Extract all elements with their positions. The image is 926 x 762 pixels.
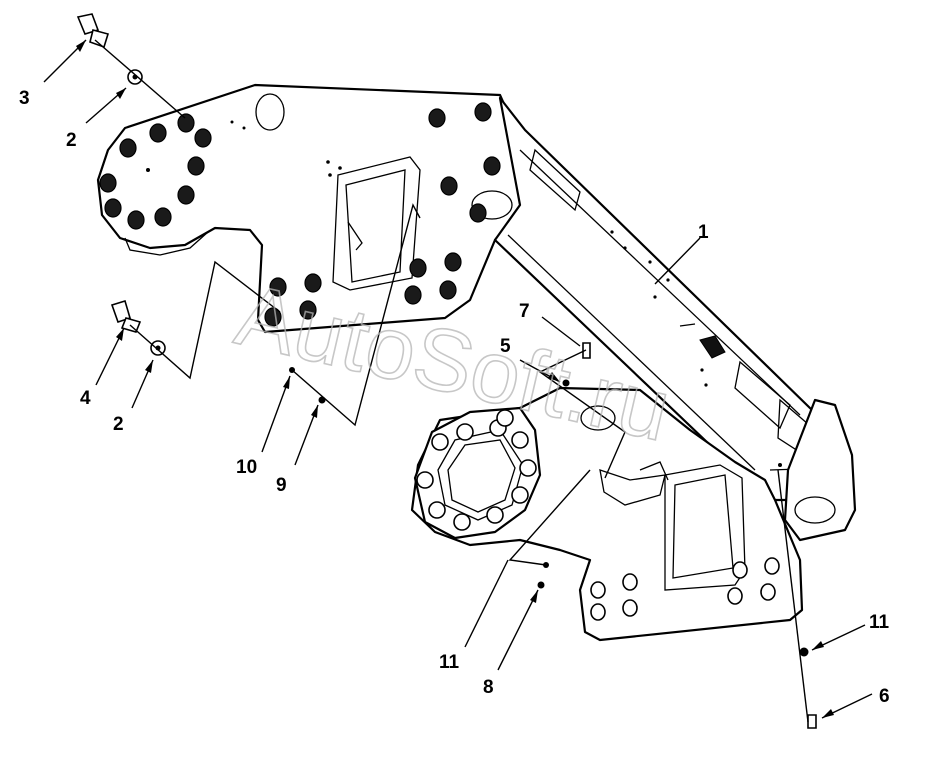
beam-marks xyxy=(610,230,782,467)
callout-2-upper: 2 xyxy=(66,130,77,151)
callout-8: 8 xyxy=(483,677,494,698)
callout-11-left: 11 xyxy=(439,652,460,673)
callout-leaders xyxy=(43,39,873,719)
flange-bolts xyxy=(416,409,537,531)
bolt-ring-flange xyxy=(413,406,542,540)
callout-3: 3 xyxy=(19,88,30,109)
callout-9: 9 xyxy=(276,475,287,496)
fastener-bolt-4 xyxy=(110,299,142,333)
callout-11-right: 11 xyxy=(869,612,890,633)
callout-6: 6 xyxy=(879,686,890,707)
fastener-bolt-3 xyxy=(76,13,110,49)
upper-plate-hole-pattern xyxy=(99,102,501,327)
callout-2-lower: 2 xyxy=(113,414,124,435)
fastener-5 xyxy=(562,379,570,387)
callout-7: 7 xyxy=(519,301,530,322)
callout-labels: 3 2 4 2 10 9 1 7 5 11 8 11 6 xyxy=(19,88,890,707)
small-dots xyxy=(146,120,342,177)
fastener-7 xyxy=(582,342,591,359)
washer-2-upper xyxy=(127,69,143,85)
fastener-8 xyxy=(537,581,545,589)
upper-mounting-plate xyxy=(96,83,527,334)
callout-5: 5 xyxy=(500,336,511,357)
washer-2-lower xyxy=(150,340,166,356)
fastener-6 xyxy=(807,714,817,729)
callout-1: 1 xyxy=(698,222,709,243)
fastener-11-right xyxy=(799,647,809,657)
lower-plate-hole-pattern xyxy=(590,557,780,621)
callout-10: 10 xyxy=(236,457,257,478)
callout-4: 4 xyxy=(80,388,91,409)
assembly-lines xyxy=(94,39,809,723)
